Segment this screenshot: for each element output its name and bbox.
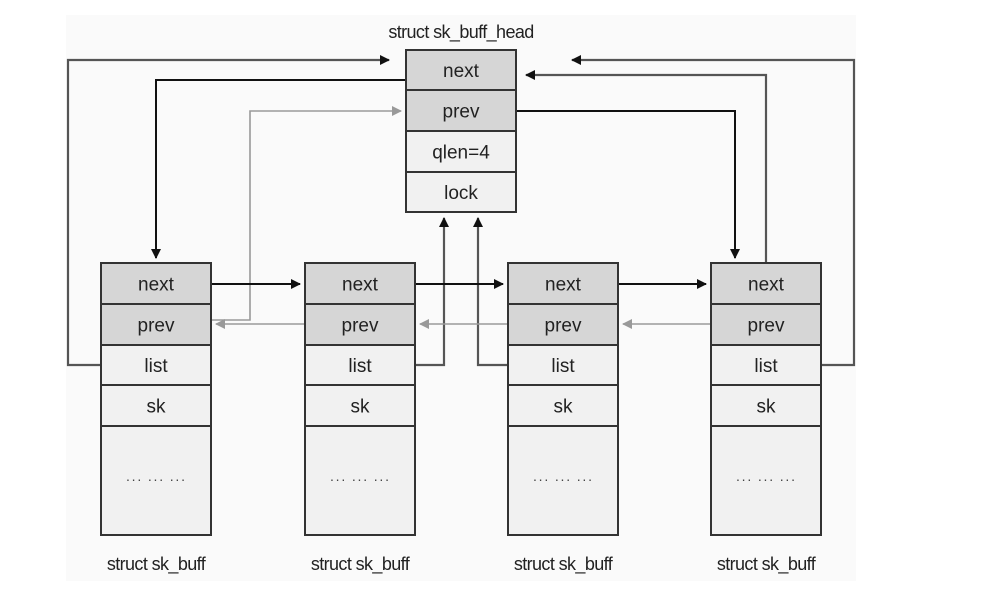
node-field-cell-prev (304, 303, 416, 346)
sk-buff-node-3: next prev list sk ··· ··· ··· struct sk_buff (507, 262, 619, 575)
sk-buff-head-struct: struct sk_buff_head next prev qlen=4 lock (388, 22, 534, 213)
node-remaining-fields-cell (507, 425, 619, 536)
node-field-label-prev: prev (342, 316, 379, 337)
node-field-cell-sk (710, 384, 822, 427)
node-caption: struct sk_buff (311, 554, 411, 575)
head-field-next: next (405, 49, 517, 91)
head-field-cell (405, 89, 517, 132)
node-field-cell-sk (304, 384, 416, 427)
node3-list-to-head-arrow (571, 55, 856, 367)
node-field-label-next: next (138, 275, 175, 296)
node0-list-to-head-arrow (66, 55, 390, 367)
node-field-label-next: next (342, 275, 379, 296)
node-caption: struct sk_buff (514, 554, 614, 575)
node-field-cell-next (507, 262, 619, 305)
node-field-label-prev: prev (748, 316, 785, 337)
node1-list-to-head-arrow (415, 217, 449, 367)
head-field-label: next (443, 61, 480, 82)
node-field-label-next: next (748, 275, 785, 296)
node-ellipsis: ··· ··· ··· (736, 471, 797, 487)
node-remaining-fields-cell (304, 425, 416, 536)
node-field-label-sk: sk (147, 397, 167, 418)
node-field-cell-prev (507, 303, 619, 346)
head-next-to-node0-arrow (151, 79, 406, 259)
node-field-label-sk: sk (351, 397, 371, 418)
head-field-label: prev (443, 102, 480, 123)
node-ellipsis: ··· ··· ··· (330, 471, 391, 487)
head-field-lock: lock (405, 171, 517, 213)
node-field-label-list: list (348, 356, 372, 377)
node-field-label-next: next (545, 275, 582, 296)
sk-buff-node-1: next prev list sk ··· ··· ··· struct sk_buff (100, 262, 212, 575)
sk-buff-node-4: next prev list sk ··· ··· ··· struct sk_buff (710, 262, 822, 575)
node-remaining-fields-cell (100, 425, 212, 536)
head-field-qlen4: qlen=4 (405, 130, 517, 173)
head-prev-to-node3-arrow (516, 110, 740, 259)
node-field-label-list: list (551, 356, 575, 377)
node-field-label-prev: prev (138, 316, 175, 337)
head-field-label: lock (444, 183, 478, 204)
head-field-cell (405, 171, 517, 213)
node-ellipsis: ··· ··· ··· (533, 471, 594, 487)
node-field-cell-sk (100, 384, 212, 427)
head-field-label: qlen=4 (432, 143, 490, 164)
sk-buff-node-2: next prev list sk ··· ··· ··· struct sk_buff (304, 262, 416, 575)
node-field-label-prev: prev (545, 316, 582, 337)
head-field-prev: prev (405, 89, 517, 132)
node-remaining-fields-cell (710, 425, 822, 536)
node-field-label-list: list (754, 356, 778, 377)
node-field-label-list: list (144, 356, 168, 377)
head-caption: struct sk_buff_head (388, 22, 533, 43)
node3-next-to-head-arrow (525, 70, 768, 263)
node-field-cell-next (710, 262, 822, 305)
node-field-label-sk: sk (554, 397, 574, 418)
node-field-cell-list (304, 344, 416, 386)
node2-list-to-head-arrow (473, 217, 508, 367)
node-caption: struct sk_buff (107, 554, 207, 575)
node-caption: struct sk_buff (717, 554, 817, 575)
node-field-label-sk: sk (757, 397, 777, 418)
node-field-cell-prev (100, 303, 212, 346)
pointer-wires (66, 55, 856, 367)
node0-prev-to-head-arrow (211, 106, 402, 321)
node-ellipsis: ··· ··· ··· (126, 471, 187, 487)
head-field-cell (405, 130, 517, 173)
node-field-cell-prev (710, 303, 822, 346)
node-field-cell-list (100, 344, 212, 386)
node-field-cell-next (100, 262, 212, 305)
